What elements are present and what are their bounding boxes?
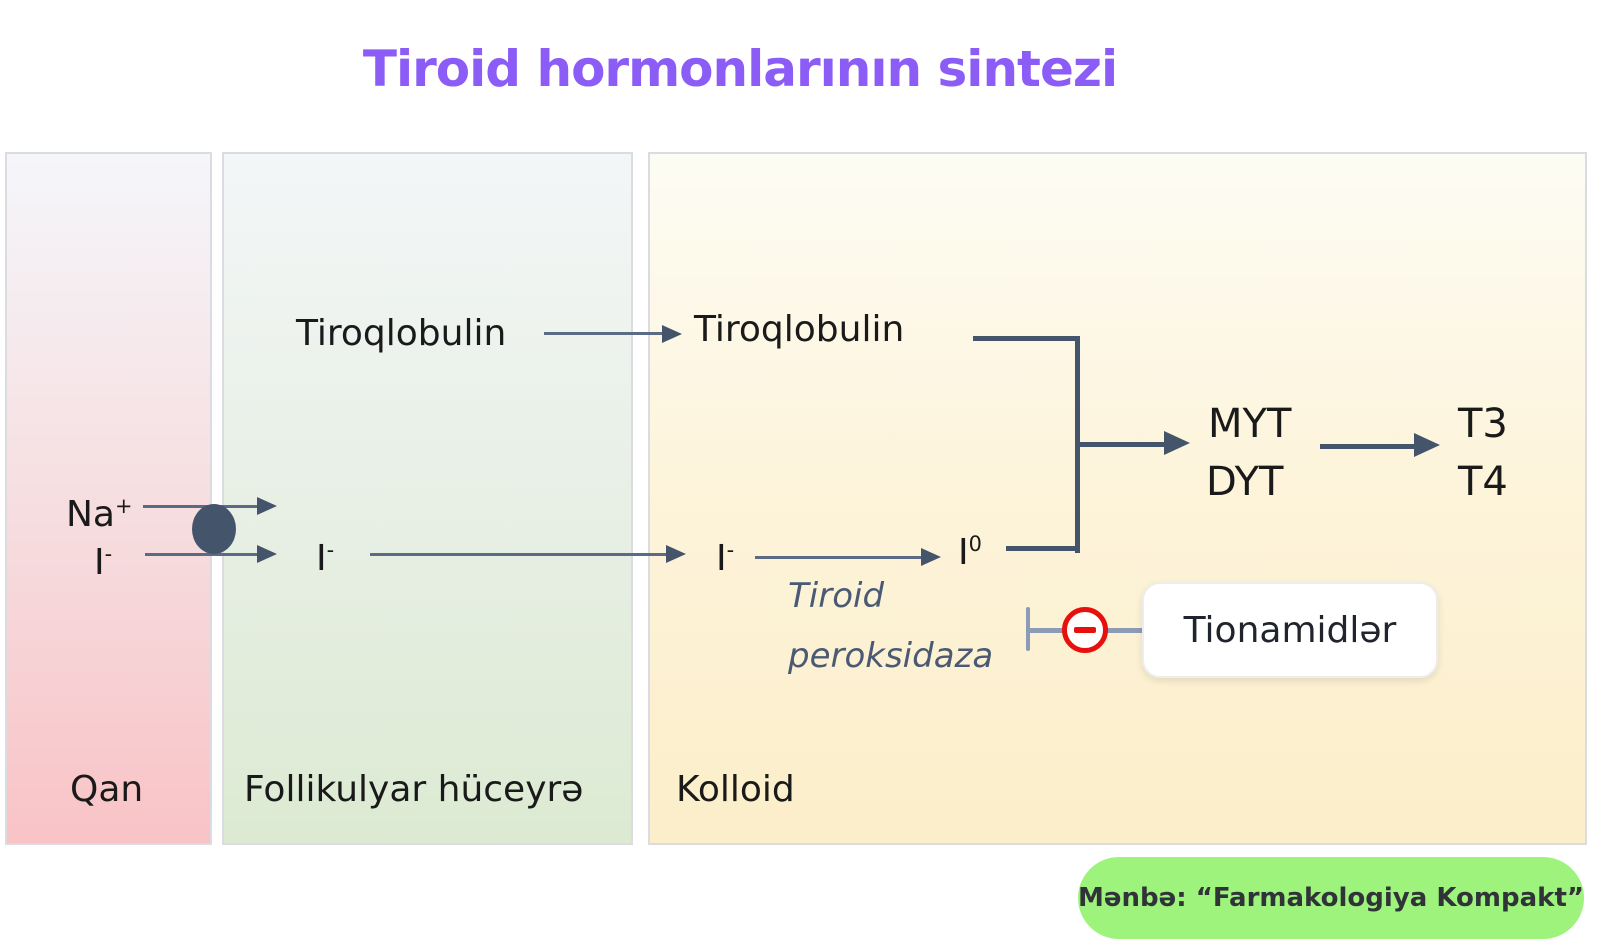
tiroglobulin-arrowhead-icon [662, 325, 682, 343]
iodide-blood-label: I- [94, 542, 113, 583]
t3-label: T3 [1458, 401, 1508, 447]
oxidation-arrow-line [755, 556, 921, 559]
follicular-panel-label: Follikulyar hüceyrə [244, 769, 584, 810]
myt-label: MYT [1208, 401, 1292, 447]
coupling-arrowhead-icon [1164, 431, 1190, 455]
minus-bar-icon [1074, 627, 1096, 633]
thyroid-peroxidase-line1: Tiroid [788, 576, 885, 616]
colloid-panel [648, 152, 1587, 845]
na-ion-label: Na+ [66, 494, 133, 535]
thyroid-peroxidase-label: Tiroid peroksidaza [788, 566, 993, 686]
thyroid-peroxidase-line2: peroksidaza [788, 636, 994, 676]
bracket-vertical-line [1075, 336, 1080, 553]
oxidation-arrowhead-icon [921, 548, 941, 566]
iodide-colloid-label: I- [716, 538, 735, 579]
bracket-bottom-line [1006, 546, 1076, 551]
minus-circle-icon [1062, 607, 1108, 653]
source-pill: Mənbə: “Farmakologiya Kompakt” [1078, 857, 1584, 939]
coupling-arrow-line [1079, 442, 1164, 447]
tiroglobulin-arrow-line [544, 332, 662, 335]
source-label: Mənbə: “Farmakologiya Kompakt” [1078, 883, 1584, 913]
colloid-panel-label: Kolloid [676, 769, 795, 810]
inhibition-tbar-icon [1026, 607, 1030, 651]
iodide-transport-arrowhead-icon [257, 545, 277, 563]
na-transport-arrow-line [143, 505, 257, 508]
secretion-arrow-line [1320, 444, 1414, 449]
follicular-cell-panel [222, 152, 633, 845]
tionamidler-box: Tionamidlər [1142, 582, 1438, 678]
transporter-dot-icon [192, 504, 236, 554]
tiroglobulin-colloid-label: Tiroqlobulin [694, 309, 905, 350]
iodine-oxidized-label: I0 [958, 532, 982, 573]
tionamidler-label: Tionamidlər [1183, 609, 1397, 651]
iodide-to-colloid-arrowhead-icon [666, 545, 686, 563]
secretion-arrowhead-icon [1414, 433, 1440, 457]
iodide-cell-label: I- [316, 538, 335, 579]
dyt-label: DYT [1206, 459, 1284, 505]
iodide-to-colloid-arrow-line [370, 553, 666, 556]
t4-label: T4 [1458, 459, 1508, 505]
na-transport-arrowhead-icon [257, 497, 277, 515]
bracket-top-line [973, 336, 1080, 341]
blood-panel-label: Qan [70, 769, 144, 810]
blood-panel [5, 152, 212, 845]
page-title: Tiroid hormonlarının sintezi [362, 40, 1118, 98]
iodide-transport-arrow-line [145, 553, 257, 556]
tiroglobulin-cell-label: Tiroqlobulin [296, 313, 507, 354]
